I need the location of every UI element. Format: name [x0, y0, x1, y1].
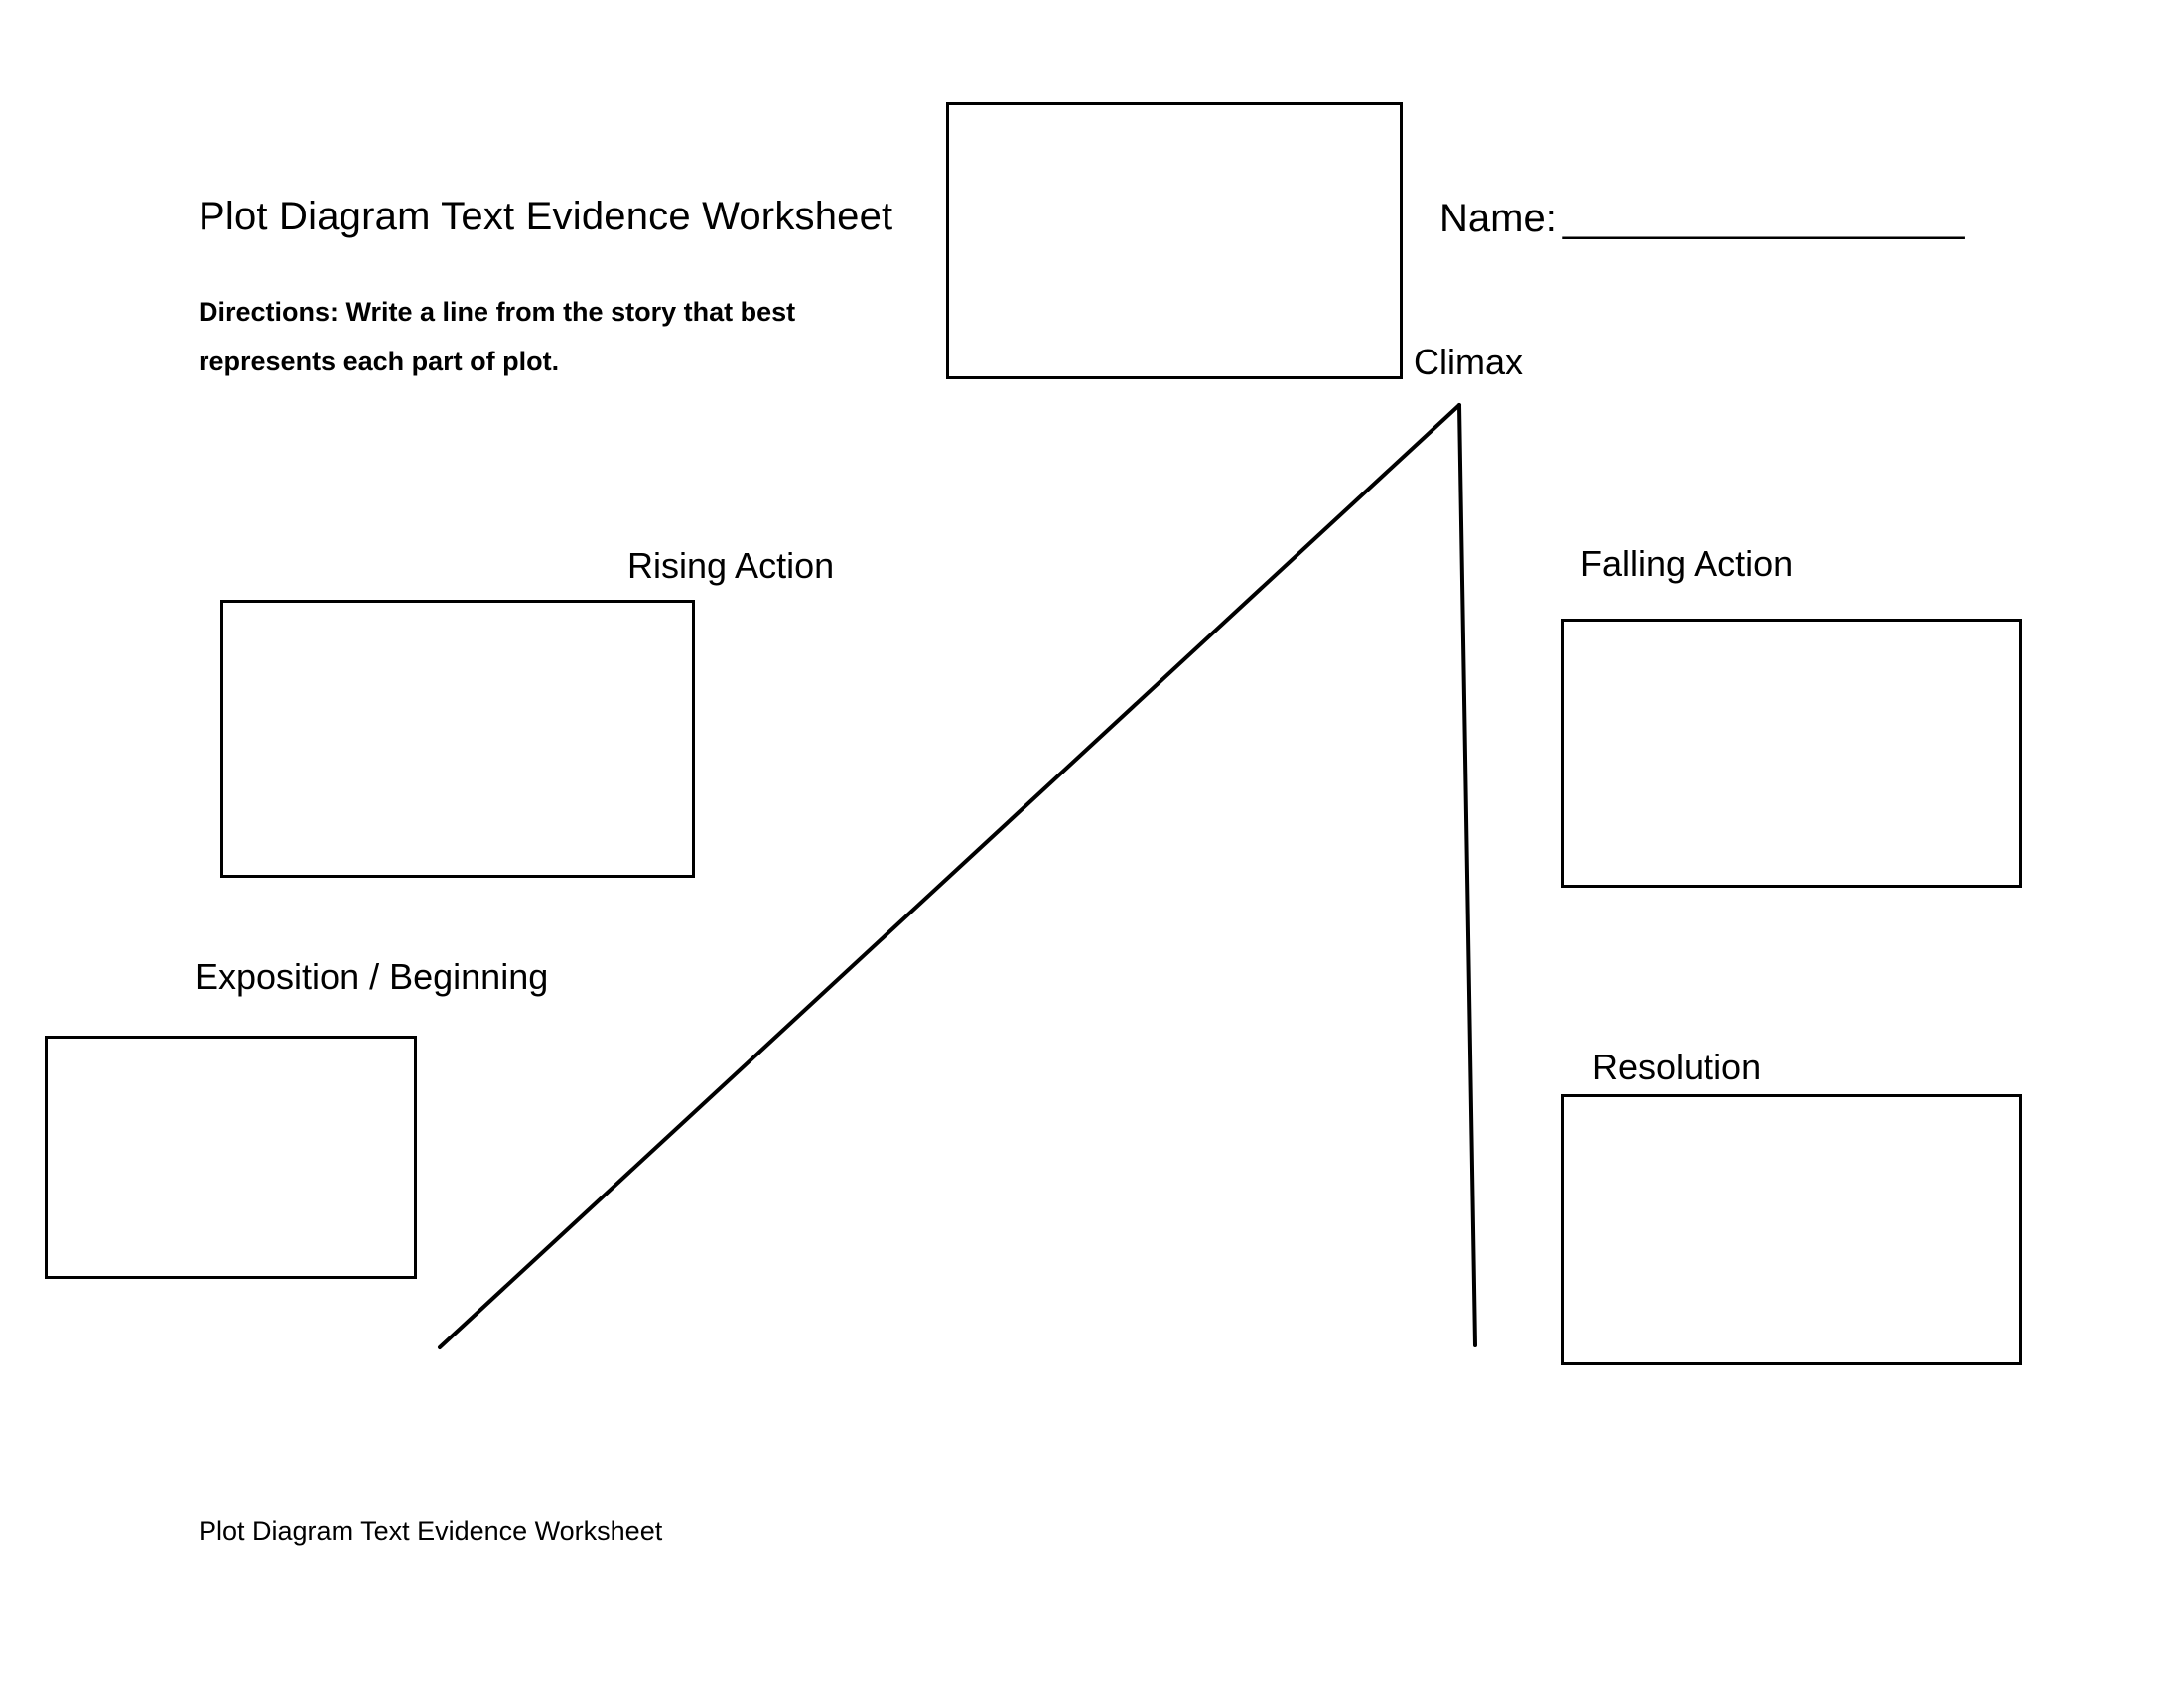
- name-field[interactable]: Name: ___________________: [1439, 197, 1964, 241]
- page-title: Plot Diagram Text Evidence Worksheet: [199, 195, 893, 238]
- directions-block: Directions: Write a line from the story …: [199, 288, 893, 387]
- climax-answer-box[interactable]: [946, 102, 1403, 379]
- resolution-answer-box[interactable]: [1561, 1094, 2022, 1365]
- falling-action-answer-box[interactable]: [1561, 619, 2022, 888]
- directions-line-2: represents each part of plot.: [199, 346, 560, 376]
- name-label: Name:: [1439, 197, 1557, 240]
- falling-action-line: [1457, 403, 1477, 1347]
- exposition-answer-box[interactable]: [45, 1036, 417, 1279]
- footer-title: Plot Diagram Text Evidence Worksheet: [199, 1516, 663, 1546]
- rising-action-label: Rising Action: [627, 545, 835, 586]
- rising-action-answer-box[interactable]: [220, 600, 695, 878]
- name-blank-line[interactable]: ___________________: [1562, 197, 1965, 240]
- falling-action-label: Falling Action: [1580, 543, 1794, 584]
- resolution-label: Resolution: [1592, 1047, 1762, 1087]
- exposition-label: Exposition / Beginning: [195, 956, 549, 997]
- directions-line-1: Directions: Write a line from the story …: [199, 297, 796, 327]
- climax-label: Climax: [1414, 342, 1524, 382]
